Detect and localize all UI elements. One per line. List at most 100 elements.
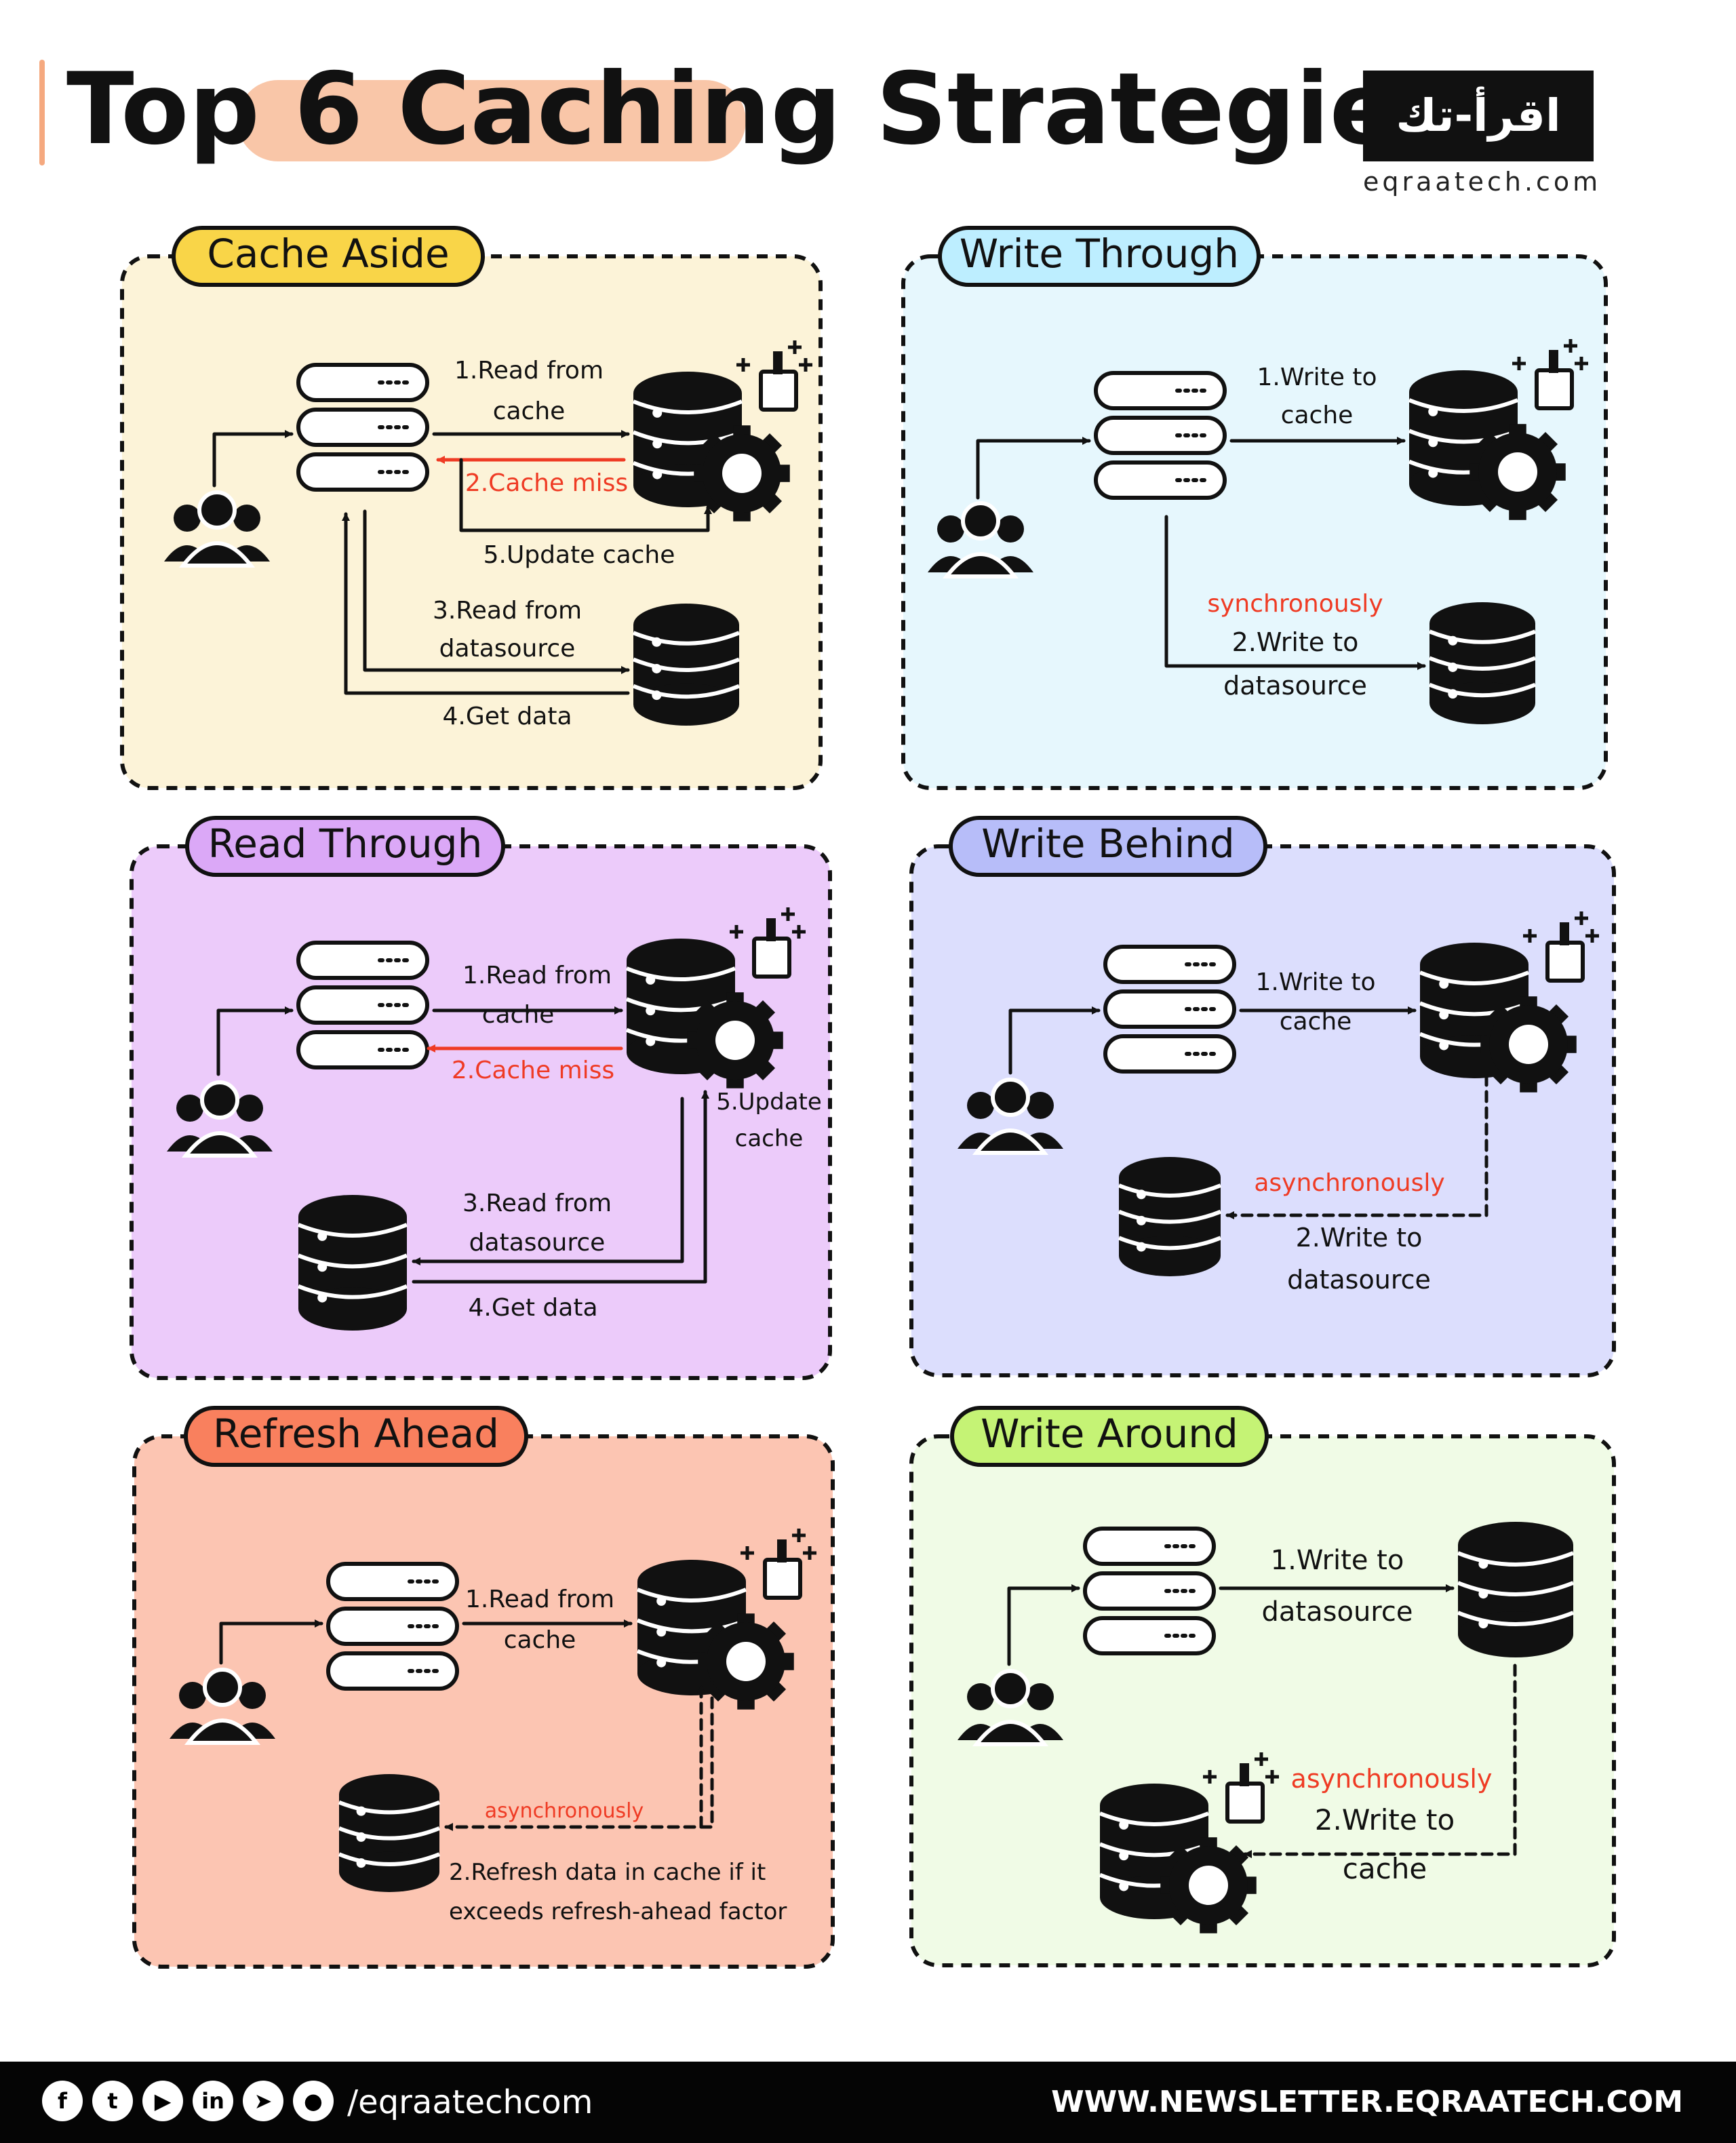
cache-database-icon: [632, 372, 743, 507]
youtube-icon[interactable]: ▶: [142, 2081, 183, 2121]
database-led: [646, 1036, 656, 1046]
database-led: [1448, 635, 1458, 646]
database-band: [338, 1852, 441, 1866]
flow-arrow: [976, 437, 1091, 500]
sparkle: [792, 1529, 806, 1542]
database-led: [1448, 662, 1458, 672]
database-top: [627, 939, 735, 982]
broom-handle: [773, 351, 783, 374]
flow-arrow: [216, 1006, 294, 1076]
database-led: [1137, 1190, 1146, 1200]
github-icon[interactable]: ●: [293, 2081, 334, 2121]
flow-label: 1.Write to: [1271, 1545, 1404, 1576]
telegram-icon[interactable]: ➤: [243, 2081, 283, 2121]
facebook-icon[interactable]: f: [42, 2081, 83, 2121]
social-handle[interactable]: /eqraatechcom: [347, 2083, 593, 2121]
database-led: [656, 1627, 667, 1637]
gear-hole: [726, 1642, 766, 1681]
gear-icon: [687, 992, 783, 1088]
flow-arrow: [219, 1619, 323, 1665]
flow-arrow: [459, 458, 712, 532]
sparkle: [792, 925, 806, 939]
flow-label: 2.Write to: [1296, 1223, 1423, 1253]
panel-title: Refresh Ahead: [213, 1411, 499, 1457]
broom-bristles: [1225, 1782, 1265, 1824]
database-led: [652, 637, 662, 647]
flow-label: asynchronously: [485, 1799, 644, 1823]
user-body: [972, 1720, 1049, 1746]
flow-label: cache: [735, 1125, 804, 1152]
twitter-icon[interactable]: t: [92, 2081, 133, 2121]
flow-arrow: [412, 1097, 684, 1265]
panel-title-pill: [172, 226, 485, 287]
database-top: [1100, 1784, 1208, 1827]
flow-label: 5.Update: [716, 1088, 822, 1116]
datasource-icon: [1457, 1522, 1575, 1657]
database-band: [1408, 398, 1519, 413]
broom-handle: [766, 918, 776, 941]
sparkle: [799, 358, 812, 372]
database-led: [1428, 406, 1438, 416]
flow-label: 3.Read from: [433, 597, 582, 625]
user-body: [972, 1128, 1049, 1155]
broom-bristles: [1545, 941, 1585, 983]
database-led: [646, 975, 656, 985]
sparkle: [1585, 929, 1599, 943]
sparkle: [1255, 1752, 1268, 1766]
flow-label: cache: [1281, 401, 1354, 429]
database-band: [1457, 1581, 1575, 1596]
database-band: [1428, 629, 1537, 644]
broom-handle: [1549, 350, 1558, 373]
title-highlight: [237, 80, 746, 161]
users-icon: [164, 490, 270, 568]
user-body: [181, 1131, 258, 1158]
brand-logo[interactable]: اقرأ-تك: [1363, 71, 1594, 161]
flow-label: datasource: [439, 635, 576, 663]
panel-title: Write Around: [981, 1411, 1238, 1457]
database-top: [1458, 1522, 1573, 1568]
brand-url[interactable]: eqraatech.com: [1363, 167, 1602, 197]
database-band: [625, 966, 736, 981]
broom-icon: [736, 340, 812, 412]
gear-hole: [1498, 452, 1537, 492]
database-band: [1118, 1236, 1222, 1251]
server-rack: [1083, 1616, 1216, 1655]
broom-bristles: [763, 1558, 802, 1600]
database-band: [297, 1223, 408, 1238]
server-rack: [1103, 945, 1236, 984]
database-band: [1099, 1811, 1210, 1826]
database-led: [656, 1657, 667, 1668]
flow-label: 2.Refresh data in cache if it: [449, 1859, 766, 1886]
user-body: [178, 541, 256, 568]
user-body: [942, 552, 1019, 578]
server-icon: [1083, 1527, 1216, 1655]
server-rack: [296, 452, 429, 492]
newsletter-url[interactable]: WWW.NEWSLETTER.EQRAATECH.COM: [1051, 2085, 1683, 2119]
broom-icon: [1203, 1752, 1279, 1824]
gear-hole: [1509, 1025, 1548, 1064]
database-led: [1428, 468, 1438, 478]
broom-icon: [730, 907, 806, 979]
flow-label: asynchronously: [1254, 1169, 1444, 1197]
linkedin-icon[interactable]: in: [193, 2081, 233, 2121]
users-icon: [958, 1669, 1063, 1746]
database-led: [652, 408, 663, 418]
server-rack: [1103, 989, 1236, 1029]
database-band: [636, 1588, 747, 1603]
database-led: [356, 1858, 366, 1868]
database-led: [1119, 1881, 1129, 1891]
flow-arrow: [1243, 1664, 1517, 1858]
database-led: [1137, 1215, 1146, 1225]
user-head: [991, 1669, 1030, 1708]
database-led: [1448, 689, 1458, 699]
server-rack: [326, 1562, 459, 1601]
database-band: [1118, 1209, 1222, 1224]
broom-bristles: [752, 937, 791, 979]
gear-hole: [715, 1021, 755, 1060]
flow-label: cache: [493, 397, 566, 425]
header: Top 6 Caching Strategies اقرأ-تك eqraate…: [0, 0, 1736, 203]
database-led: [1119, 1851, 1129, 1861]
broom-bristles: [759, 370, 798, 412]
database-led: [1478, 1559, 1488, 1569]
